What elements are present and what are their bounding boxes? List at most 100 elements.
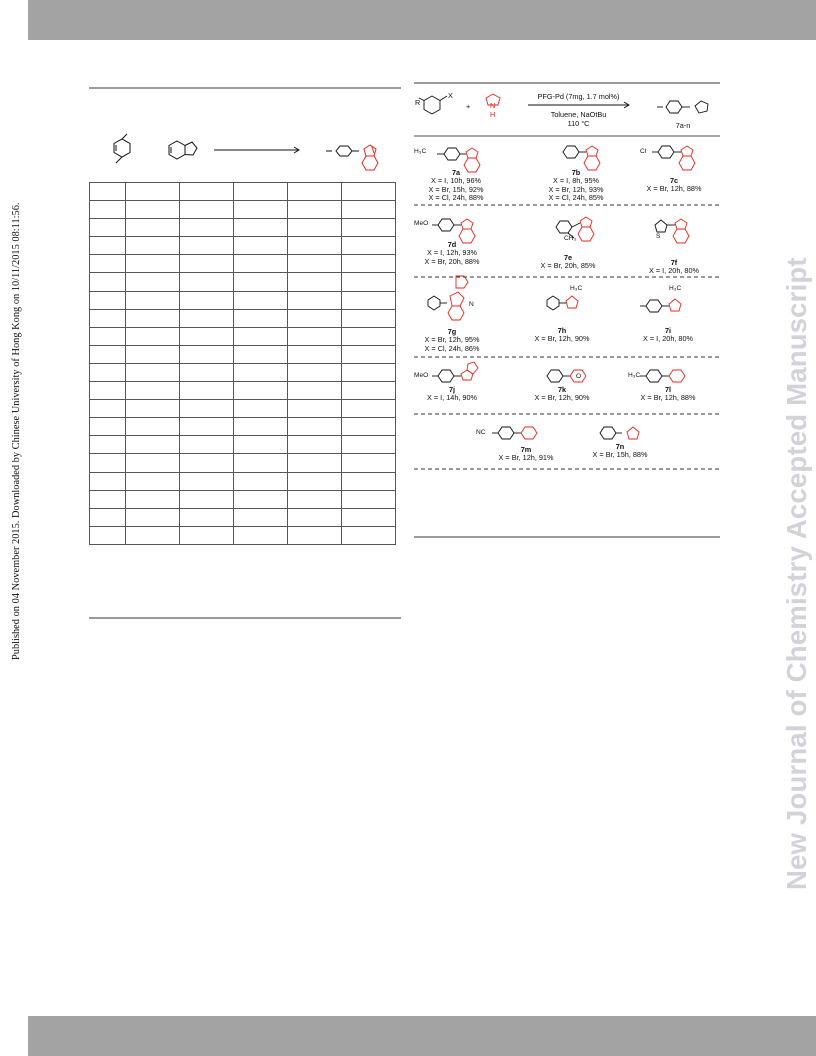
table-cell [89,471,126,491]
table-cell [341,362,396,383]
table-cell [125,181,180,202]
table-row [89,181,396,202]
table-cell [179,218,234,238]
compound-id: 7h [557,326,567,335]
journal-watermark-text: New Journal of Chemistry Accepted Manusc… [781,257,812,890]
coupling-scheme: R X + N H PFG-Pd (7mg, 1.7 mol%) Toluene… [414,84,720,474]
table-cell [125,218,180,238]
catalyst-label: PFG-Pd (7mg, 1.7 mol%) [537,92,620,101]
compound-id: 7d [447,240,457,249]
table-cell [341,254,396,274]
table-cell [125,471,180,491]
table-cell [287,435,342,455]
table-cell [179,471,234,491]
table-cell [125,290,180,310]
table-cell [233,489,288,509]
table-cell [125,417,180,437]
substituent-label: NC [476,429,486,436]
compound-id: 7c [669,176,679,185]
compound-id: 7e [563,253,573,262]
table-row [89,399,396,419]
table-cell [179,399,234,419]
solvent-label: Toluene, NaOtBu [550,110,607,119]
table-cell [287,308,342,328]
table-cell [89,326,126,346]
table-cell [233,181,288,202]
table-row [89,344,396,364]
substituent-label: H₃C [414,148,427,155]
left-reaction-scheme [113,133,379,171]
compound-id: 7b [571,168,581,177]
table-cell [233,399,288,419]
table-cell [341,453,396,473]
table-cell [287,471,342,491]
table-cell [89,417,126,437]
table-cell [89,236,126,256]
condition-line: X = Br, 12h, 95% [424,335,480,345]
table-cell [341,236,396,256]
table-cell [233,326,288,346]
table-cell [179,417,234,437]
table-cell [125,381,180,401]
table-cell [287,200,342,220]
table-cell [341,326,396,346]
table-row [89,308,396,328]
table-cell [179,344,234,364]
table-cell [341,272,396,292]
table-cell [125,525,180,545]
table-row [89,236,396,256]
table-cell [89,290,126,310]
table-cell [287,507,342,527]
condition-line: X = Br, 12h, 90% [534,334,590,344]
table-cell [287,344,342,364]
condition-line: X = I, 14h, 90% [426,393,478,403]
table-cell [89,181,126,202]
table-cell [125,489,180,509]
table-cell [341,471,396,491]
compound-id: 7m [520,445,532,454]
table-cell [89,435,126,455]
table-cell [125,254,180,274]
table-cell [89,308,126,328]
table-row [89,326,396,346]
substituent-label: H₃C [628,372,641,379]
table-cell [89,489,126,509]
table-row [89,417,396,437]
condition-line: X = Cl, 24h, 86% [424,343,480,353]
table-cell [287,453,342,473]
compound-id: 7k [557,385,567,394]
compound-id: 7f [670,258,678,267]
table-cell [89,272,126,292]
substituent-label: H₃C [570,285,583,292]
substituent-label: Cl [640,148,647,155]
substituent-label: O [576,373,582,380]
condition-line: X = I, 20h, 80% [642,334,694,344]
table-cell [125,453,180,473]
table-cell [341,181,396,202]
condition-line: X = Br, 15h, 88% [592,450,648,460]
condition-line: X = I, 10h, 96% [430,176,482,186]
table-cell [179,326,234,346]
table-cell [89,381,126,401]
plus-sign: + [466,102,471,111]
table-cell [287,236,342,256]
substituent-label: CH₃ [564,235,577,242]
publication-note-text: Published on 04 November 2015. Downloade… [11,202,22,660]
table-cell [89,218,126,238]
amine-n-label: N [490,101,496,110]
table-cell [287,254,342,274]
temperature-label: 110 °C [567,119,590,128]
table-cell [89,399,126,419]
table-cell [125,399,180,419]
table-cell [233,254,288,274]
table-row [89,489,396,509]
table-cell [125,236,180,256]
table-cell [341,381,396,401]
table-cell [233,236,288,256]
table-row [89,200,396,220]
